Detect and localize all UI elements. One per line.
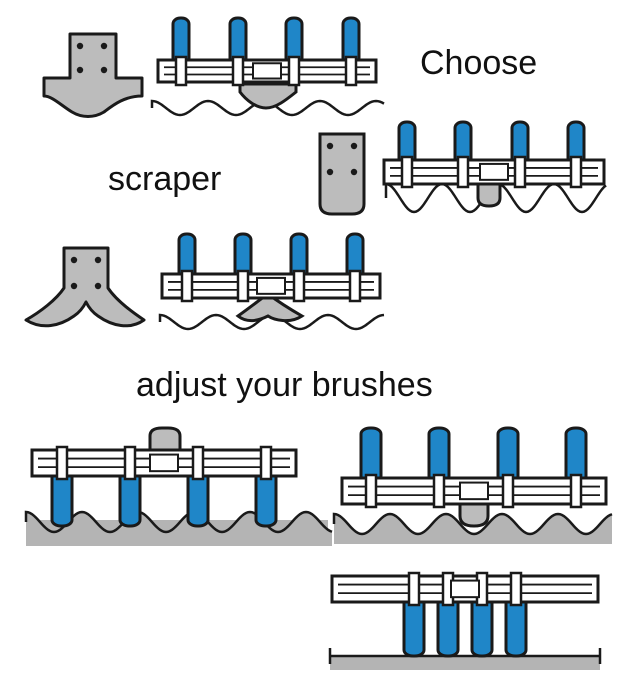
brush-clamp <box>400 155 414 189</box>
bolt-hole <box>350 168 358 176</box>
brush-clamp <box>344 55 358 87</box>
brush-clamp <box>501 473 515 509</box>
bolt-hole <box>350 142 358 150</box>
roof-surface <box>24 510 333 534</box>
scraper-blade <box>238 82 298 110</box>
assembly-brushes-down <box>24 426 333 546</box>
brush-clamp <box>180 269 194 303</box>
scraper-plate <box>24 246 146 328</box>
scraper-stub <box>148 426 182 452</box>
bolt-hole <box>100 42 108 50</box>
assembly-round-scraper <box>382 120 607 214</box>
brush-clamp <box>509 571 523 607</box>
bolt-hole <box>76 42 84 50</box>
brush-clamp <box>259 445 273 481</box>
brush-clamp <box>456 155 470 189</box>
label-choose: Choose <box>420 44 538 82</box>
brush-clamp <box>364 473 378 509</box>
brush-clamp <box>407 571 421 607</box>
center-coupling <box>252 62 282 80</box>
bolt-hole <box>76 66 84 74</box>
brush-clamp <box>569 155 583 189</box>
brush-clamp <box>432 473 446 509</box>
brush-clamp <box>348 269 362 303</box>
bolt-hole <box>100 66 108 74</box>
bolt-hole <box>326 168 334 176</box>
brush-clamp <box>569 473 583 509</box>
brush-clamp <box>236 269 250 303</box>
scraper-y-shape <box>24 246 146 328</box>
roof-fill <box>334 514 612 544</box>
brush-clamp <box>123 445 137 481</box>
scraper-blade <box>476 180 502 208</box>
assembly-brushes-up <box>332 426 613 544</box>
scraper-plate <box>42 32 144 118</box>
scraper-blade <box>458 498 490 528</box>
center-coupling <box>479 162 509 181</box>
bolt-hole <box>70 256 78 264</box>
bolt-hole <box>94 256 102 264</box>
assembly-t-scraper <box>150 16 385 117</box>
bolt-hole <box>326 142 334 150</box>
label-scraper: scraper <box>108 160 222 198</box>
brush-clamp <box>292 269 306 303</box>
scraper-round-shape <box>318 132 366 216</box>
brush-clamp <box>231 55 245 87</box>
center-coupling <box>459 481 489 501</box>
assembly-y-scraper <box>158 232 385 331</box>
scraper-plate <box>318 132 366 216</box>
label-adjust-brushes: adjust your brushes <box>136 366 433 404</box>
roof-surface <box>332 512 613 536</box>
brush-clamp <box>287 55 301 87</box>
bolt-hole <box>70 282 78 290</box>
brush-clamp <box>174 55 188 87</box>
center-coupling <box>149 453 179 473</box>
center-coupling <box>450 579 480 599</box>
assembly-flat-surface <box>328 571 602 670</box>
center-coupling <box>256 276 286 295</box>
brush-clamp <box>513 155 527 189</box>
flat-base <box>330 656 600 670</box>
brush-clamp <box>191 445 205 481</box>
bolt-hole <box>94 282 102 290</box>
brush-clamp <box>55 445 69 481</box>
scraper-t-shape <box>42 32 144 118</box>
